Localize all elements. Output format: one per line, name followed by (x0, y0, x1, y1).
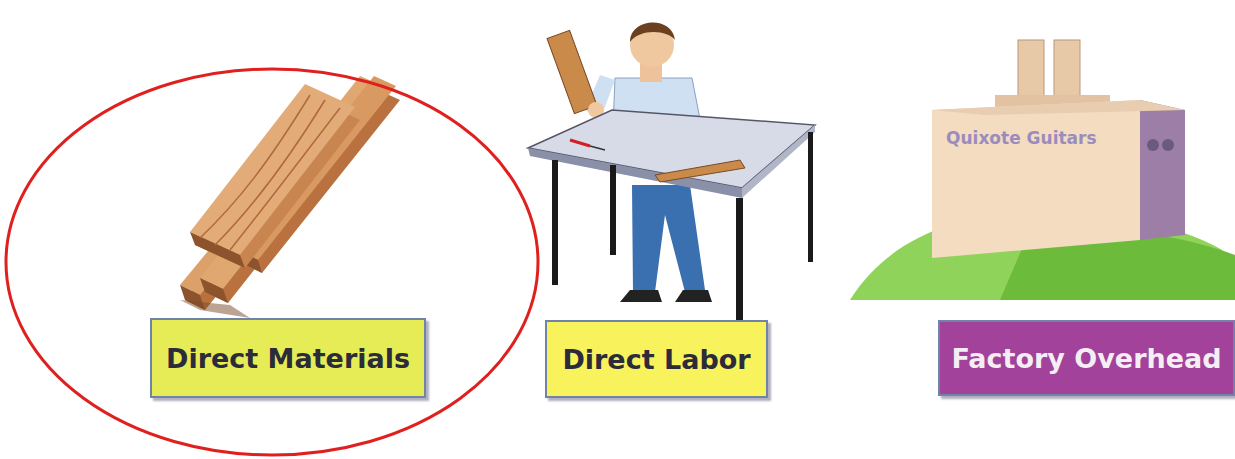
factory-illustration (850, 40, 1235, 300)
lumber-illustration (180, 76, 400, 318)
factory-sign: Quixote Guitars (946, 128, 1097, 148)
category-box: Factory Overhead (938, 320, 1235, 396)
category-box: Direct Materials (150, 318, 426, 398)
category-box: Direct Labor (545, 320, 768, 398)
category-label: Factory Overhead (951, 343, 1221, 374)
category-label: Direct Labor (562, 344, 750, 375)
highlight-circle (6, 69, 538, 455)
category-label: Direct Materials (166, 343, 410, 374)
